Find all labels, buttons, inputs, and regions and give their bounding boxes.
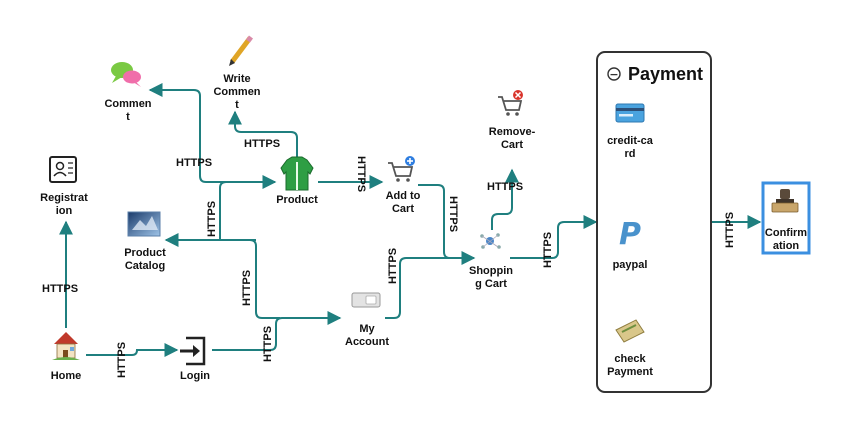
node-label-line-2: Cart [392, 203, 414, 215]
cart-remove-icon [498, 90, 523, 116]
edge-addtocart-shoppingcart[interactable] [418, 184, 476, 265]
node-remove-cart[interactable]: Remove- Cart [489, 90, 536, 151]
collapse-toggle[interactable]: − [607, 67, 621, 81]
node-label-line-1: check [614, 353, 646, 365]
node-confirmation[interactable]: Confirm ation [761, 181, 811, 255]
catalog-icon [127, 211, 161, 237]
node-label-line-1: Commen [104, 98, 151, 110]
label-https-product-writecomment: HTTPS [244, 138, 280, 150]
node-label-line-1: Shoppin [469, 265, 513, 277]
paypal-icon: P [619, 217, 641, 252]
edge-shoppingcart-removecart[interactable] [491, 168, 519, 230]
label-https-myaccount-shoppingcart: HTTPS [387, 248, 399, 284]
node-label-line-3: t [235, 99, 239, 111]
label-https-catalog-myaccount: HTTPS [241, 270, 253, 306]
node-label-line-2: g Cart [475, 278, 507, 290]
house-icon [52, 332, 80, 360]
node-comment[interactable]: Commen t [104, 62, 152, 123]
node-product[interactable]: Product [276, 156, 318, 206]
edge-labels: HTTPS HTTPS HTTPS HTTPS HTTPS HTTPS HTTP… [42, 138, 736, 378]
node-credit-card[interactable]: credit-ca rd [607, 103, 654, 160]
label-https-to-comment: HTTPS [176, 157, 212, 169]
node-label-line-1: Write [223, 73, 250, 85]
node-label-line-2: Commen [213, 86, 260, 98]
node-label-line-2: Catalog [125, 260, 165, 272]
edge-to-product[interactable] [219, 175, 277, 240]
stamp-icon [771, 189, 799, 213]
cart-add-icon [388, 156, 415, 182]
network-hub-icon [480, 233, 501, 249]
node-shopping-cart[interactable]: Shoppin g Cart [469, 233, 513, 290]
node-label: Home [51, 370, 82, 382]
node-label-line-1: Product [124, 247, 166, 259]
node-paypal[interactable]: P paypal [613, 217, 648, 271]
node-add-to-cart[interactable]: Add to Cart [386, 156, 421, 215]
label-https-login-myaccount: HTTPS [262, 326, 274, 362]
check-payment-icon [615, 319, 645, 343]
edge-product-writecomment[interactable] [228, 110, 298, 160]
node-label-line-1: Registrat [40, 192, 88, 204]
user-id-card-icon [49, 156, 77, 183]
label-https-to-product: HTTPS [206, 201, 218, 237]
connectors [59, 83, 762, 357]
node-label-line-2: ion [56, 205, 73, 217]
label-https-home-registration: HTTPS [42, 283, 78, 295]
node-registration[interactable]: Registrat ion [40, 156, 88, 217]
node-check-payment[interactable]: check Payment [607, 319, 653, 378]
node-label-line-2: Cart [501, 139, 523, 151]
node-label-line-1: credit-ca [607, 135, 654, 147]
payment-panel: − Payment credit-ca rd P paypal [596, 51, 712, 393]
node-label-line-1: Remove- [489, 126, 536, 138]
node-label-line-2: t [126, 111, 130, 123]
collapse-toggle-glyph: − [609, 68, 618, 81]
node-label: paypal [613, 259, 648, 271]
node-login[interactable]: Login [180, 336, 210, 382]
edge-to-comment[interactable] [148, 83, 226, 183]
node-my-account[interactable]: My Account [345, 292, 389, 348]
label-https-addtocart-shoppingcart: HTTPS [447, 196, 459, 232]
edge-login-myaccount[interactable] [212, 311, 342, 351]
credit-card-icon [615, 103, 645, 123]
label-https-payment-confirmation: HTTPS [724, 212, 736, 248]
chat-bubbles-icon [111, 62, 141, 87]
edge-shoppingcart-payment[interactable] [510, 215, 598, 259]
pencil-icon [229, 35, 253, 66]
node-home[interactable]: Home [51, 332, 82, 382]
node-label-line-2: ation [773, 240, 800, 252]
payment-title: Payment [628, 64, 703, 84]
node-label-line-2: Payment [607, 366, 653, 378]
edge-home-login[interactable] [86, 343, 179, 357]
node-write-comment[interactable]: Write Commen t [213, 35, 261, 111]
account-card-icon [351, 292, 381, 308]
svg-text:P: P [619, 217, 641, 252]
node-product-catalog[interactable]: Product Catalog [124, 211, 166, 272]
node-label-line-1: Confirm [765, 227, 807, 239]
label-https-shoppingcart-payment: HTTPS [542, 232, 554, 268]
login-icon [180, 336, 206, 366]
label-https-home-login: HTTPS [116, 342, 128, 378]
label-https-product-addtocart: HTTPS [355, 156, 367, 192]
node-label-line-2: rd [625, 148, 636, 160]
jacket-icon [280, 156, 314, 191]
node-label: Login [180, 370, 210, 382]
label-https-shoppingcart-removecart: HTTPS [487, 181, 523, 193]
node-label-line-2: Account [345, 336, 389, 348]
edge-myaccount-shoppingcart[interactable] [385, 257, 474, 319]
node-label-line-1: Add to [386, 190, 421, 202]
node-label-line-1: My [359, 323, 375, 335]
node-label: Product [276, 194, 318, 206]
